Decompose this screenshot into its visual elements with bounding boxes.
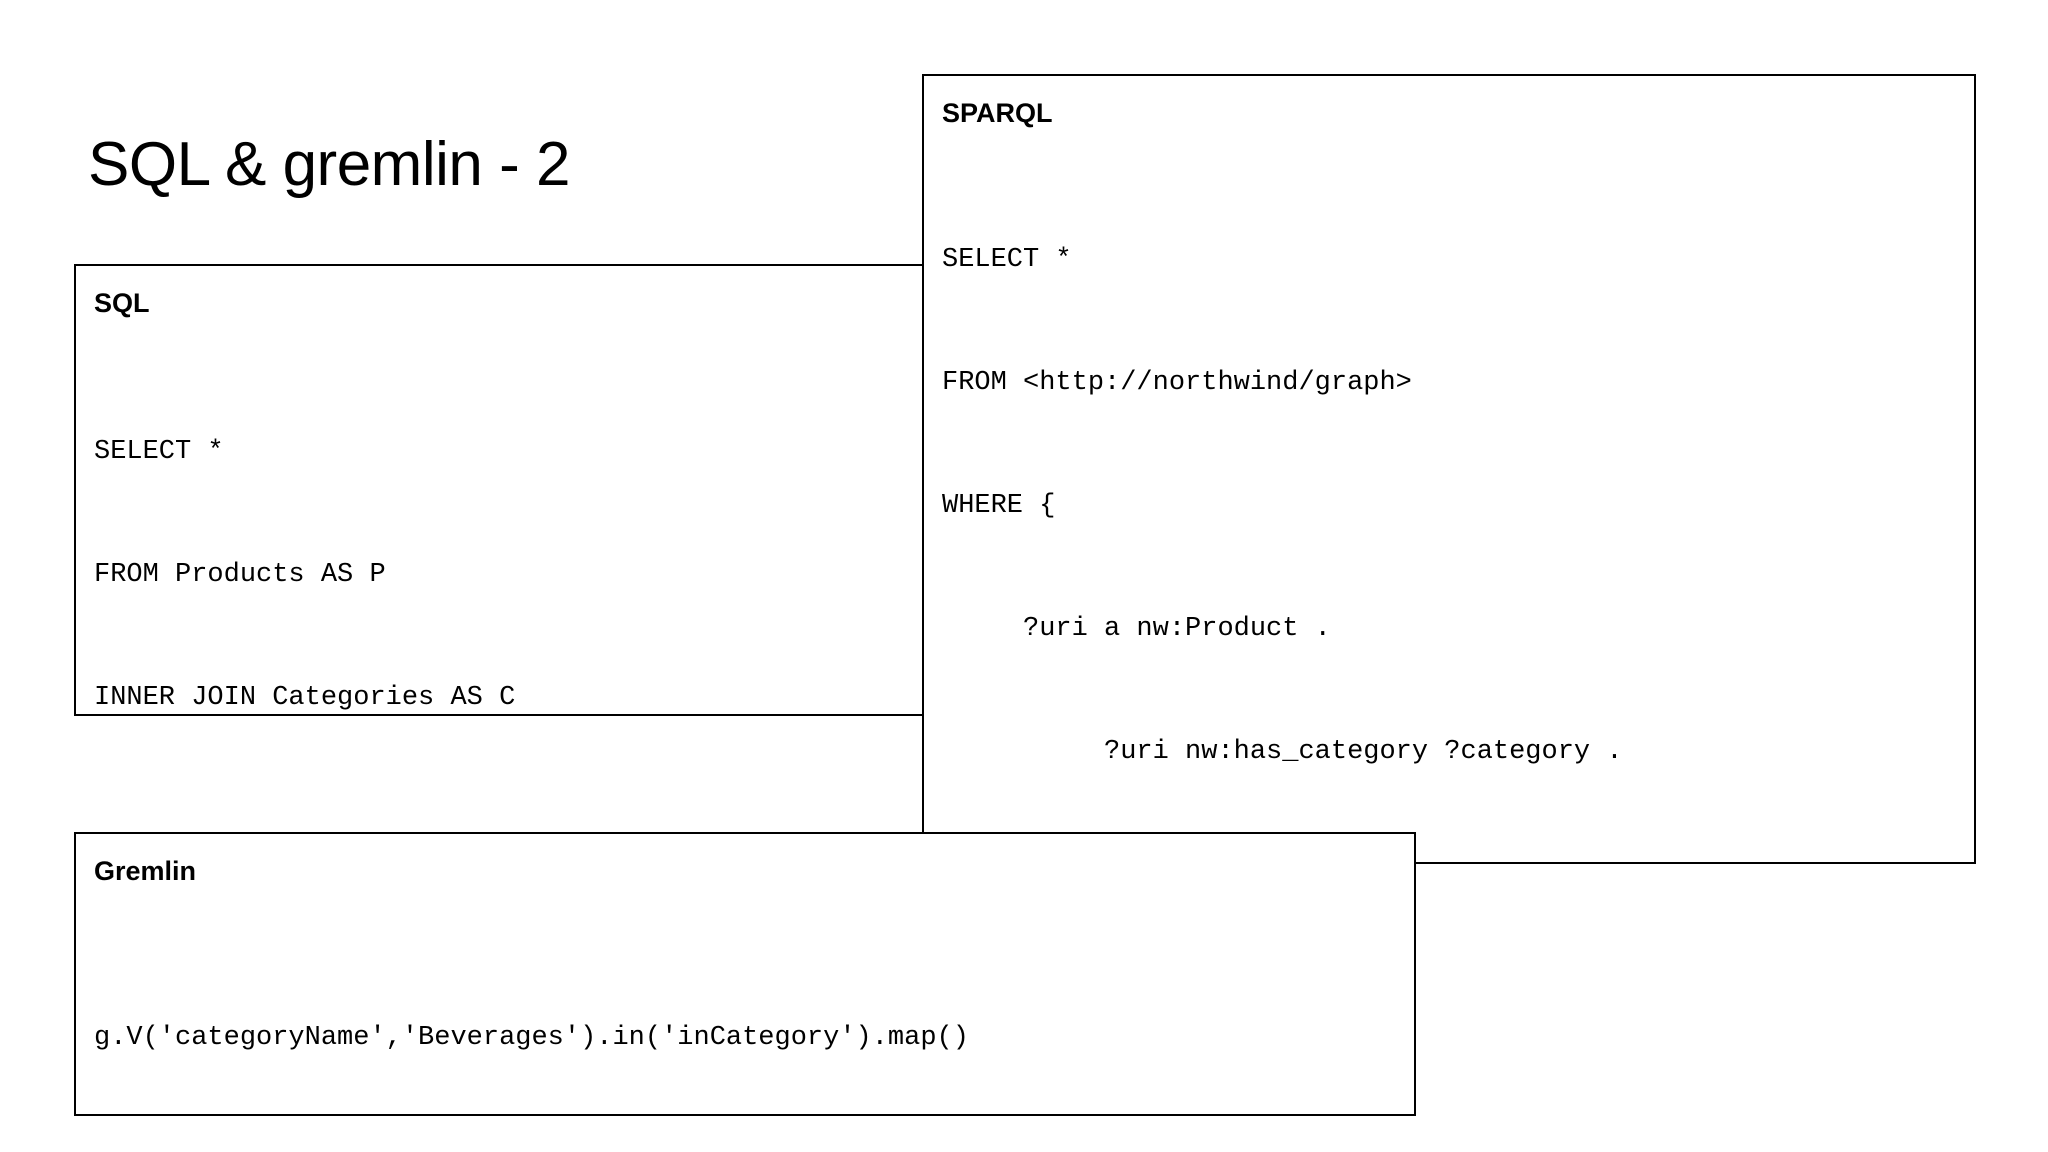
sparql-panel-body: SPARQL SELECT * FROM <http://northwind/g… bbox=[924, 76, 1974, 862]
code-line: WHERE { bbox=[942, 491, 1056, 521]
code-line: ?uri nw:has_category ?category . bbox=[942, 737, 1623, 767]
sql-code-block: SELECT * FROM Products AS P INNER JOIN C… bbox=[94, 350, 910, 714]
gremlin-code-panel: Gremlin g.V('categoryName','Beverages').… bbox=[74, 832, 1416, 1116]
sql-panel-body: SQL SELECT * FROM Products AS P INNER JO… bbox=[76, 266, 928, 714]
code-line: SELECT * bbox=[942, 245, 1072, 275]
code-line: SELECT * bbox=[94, 437, 224, 467]
gremlin-panel-header: Gremlin bbox=[94, 856, 197, 886]
gremlin-panel-body: Gremlin g.V('categoryName','Beverages').… bbox=[76, 834, 1414, 1114]
sparql-code-block: SELECT * FROM <http://northwind/graph> W… bbox=[942, 158, 1956, 862]
sql-panel-header: SQL bbox=[94, 288, 150, 318]
code-line: ?uri a nw:Product . bbox=[942, 614, 1331, 644]
sql-code-panel: SQL SELECT * FROM Products AS P INNER JO… bbox=[74, 264, 930, 716]
sparql-panel-header: SPARQL bbox=[942, 98, 1053, 128]
code-line: FROM <http://northwind/graph> bbox=[942, 368, 1412, 398]
page-title: SQL & gremlin - 2 bbox=[88, 130, 570, 199]
code-line: FROM Products AS P bbox=[94, 560, 386, 590]
code-line: INNER JOIN Categories AS C bbox=[94, 683, 516, 713]
gremlin-code-block: g.V('categoryName','Beverages').in('inCa… bbox=[94, 936, 1396, 1114]
sparql-code-panel: SPARQL SELECT * FROM <http://northwind/g… bbox=[922, 74, 1976, 864]
code-line: g.V('categoryName','Beverages').in('inCa… bbox=[94, 1023, 969, 1053]
